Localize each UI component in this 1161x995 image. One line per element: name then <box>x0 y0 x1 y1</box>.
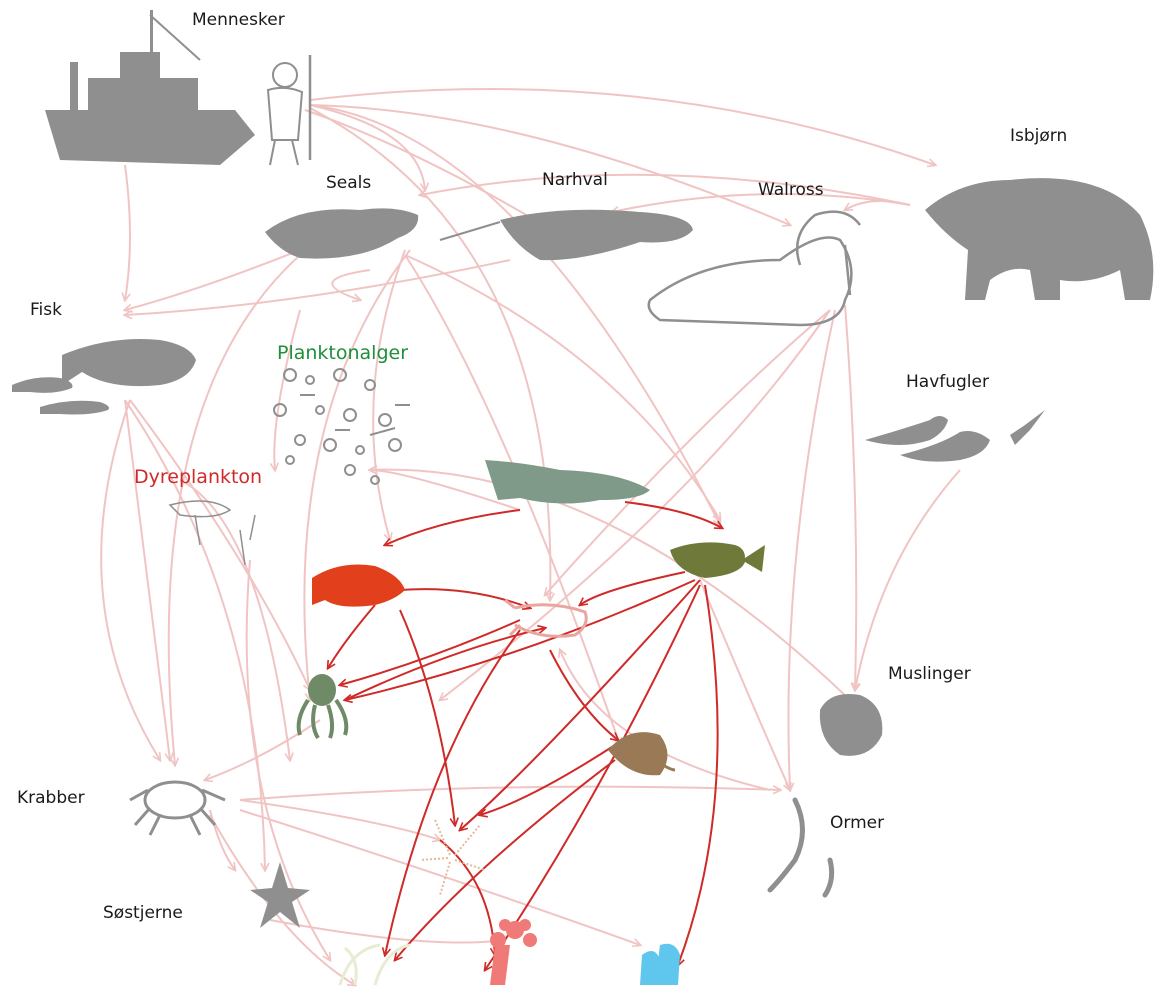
label-fisk: Fisk <box>30 300 62 320</box>
arrow-pale <box>124 399 170 760</box>
label-muslinger: Muslinger <box>888 664 971 684</box>
arrow-strong <box>580 571 686 605</box>
arrow-strong <box>480 744 616 815</box>
halibut <box>670 542 765 578</box>
arrow-pale <box>372 249 406 540</box>
hunter-silhouette <box>266 55 312 166</box>
worm-silhouette <box>767 797 835 898</box>
arrow-strong <box>399 588 530 608</box>
plankton-algae-cluster <box>273 368 410 485</box>
arrow-strong <box>624 501 722 528</box>
seal-silhouette <box>265 208 419 259</box>
pale-arrows <box>100 87 961 985</box>
arrow-pale <box>125 164 131 300</box>
arrow-pale <box>274 309 301 470</box>
arrow-pale <box>269 919 505 943</box>
label-sostjerne: Søstjerne <box>103 903 183 923</box>
arrow-pale <box>612 193 911 212</box>
arrow-pale <box>209 809 235 870</box>
octopus <box>296 674 349 740</box>
narwhal-silhouette <box>439 209 693 261</box>
arrow-pale <box>699 579 790 790</box>
redfish <box>312 564 405 607</box>
arrow-strong <box>345 579 696 700</box>
arrow-pale <box>239 809 640 945</box>
arrow-pale <box>855 469 961 690</box>
label-walross: Walross <box>758 180 824 200</box>
arrow-strong <box>439 839 495 955</box>
arrow-pale <box>167 254 301 765</box>
soft-coral <box>338 943 411 986</box>
arrow-pale <box>545 309 831 595</box>
label-isbjorn: Isbjørn <box>1010 126 1068 146</box>
arrow-strong <box>328 604 376 668</box>
starfish-silhouette <box>250 862 310 928</box>
label-ormer: Ormer <box>830 813 885 833</box>
arrow-pale <box>309 104 790 225</box>
crab-silhouette <box>129 780 226 836</box>
arrow-strong <box>395 759 616 960</box>
arrow-strong <box>549 649 618 740</box>
arrow-strong <box>678 584 719 965</box>
pink-coral <box>490 919 537 985</box>
greenland-shark <box>485 460 650 504</box>
arrow-pale <box>420 173 911 206</box>
fish-silhouette <box>12 339 196 415</box>
arrow-pale <box>788 309 836 790</box>
mussel-silhouette <box>819 694 883 756</box>
arrow-pale <box>125 249 301 310</box>
arrow-pale <box>404 254 720 520</box>
arrow-strong <box>344 628 545 701</box>
boat-silhouette <box>45 10 255 165</box>
skate <box>608 732 676 776</box>
arrow-pale <box>404 254 620 745</box>
arrow-pale <box>179 479 290 760</box>
arrow-pale <box>125 259 511 315</box>
label-planktonalger: Planktonalger <box>277 342 409 364</box>
label-havfugler: Havfugler <box>906 372 989 392</box>
polar-bear-silhouette <box>925 178 1154 300</box>
arrow-strong <box>460 579 701 830</box>
arrow-pale <box>370 470 851 701</box>
label-dyreplankton: Dyreplankton <box>134 466 263 488</box>
arrow-pale <box>309 87 935 165</box>
arrow-pale <box>309 104 425 190</box>
arrow-pale <box>124 399 265 870</box>
label-narhval: Narhval <box>542 170 608 190</box>
label-mennesker: Mennesker <box>192 10 285 30</box>
shrimp <box>504 598 588 638</box>
strong-arrows <box>328 501 722 970</box>
arrow-strong <box>340 619 521 685</box>
arrow-pale <box>100 399 160 760</box>
arrow-pale <box>309 104 720 525</box>
arrow-pale <box>331 269 371 300</box>
arrow-pale <box>245 559 330 960</box>
arrow-pale <box>303 249 411 700</box>
arrow-strong <box>399 609 455 825</box>
arrow-pale <box>239 799 440 840</box>
blue-sponge <box>640 943 680 985</box>
label-krabber: Krabber <box>17 788 85 808</box>
arrow-pale <box>304 109 560 235</box>
arrow-pale <box>845 200 911 210</box>
walrus-silhouette <box>647 210 861 327</box>
arrow-strong <box>385 509 521 545</box>
arrow-pale <box>209 814 355 985</box>
arrow-pale <box>239 787 780 801</box>
arrow-strong <box>385 629 521 955</box>
zooplankton-cluster <box>168 500 256 566</box>
arrow-pale <box>440 309 831 700</box>
arrow-pale <box>309 107 550 600</box>
arrow-pale <box>205 719 321 780</box>
arrow-pale <box>844 304 856 690</box>
seabirds-silhouette <box>865 410 1045 462</box>
arrow-pale <box>129 399 310 690</box>
label-seals: Seals <box>326 173 372 193</box>
